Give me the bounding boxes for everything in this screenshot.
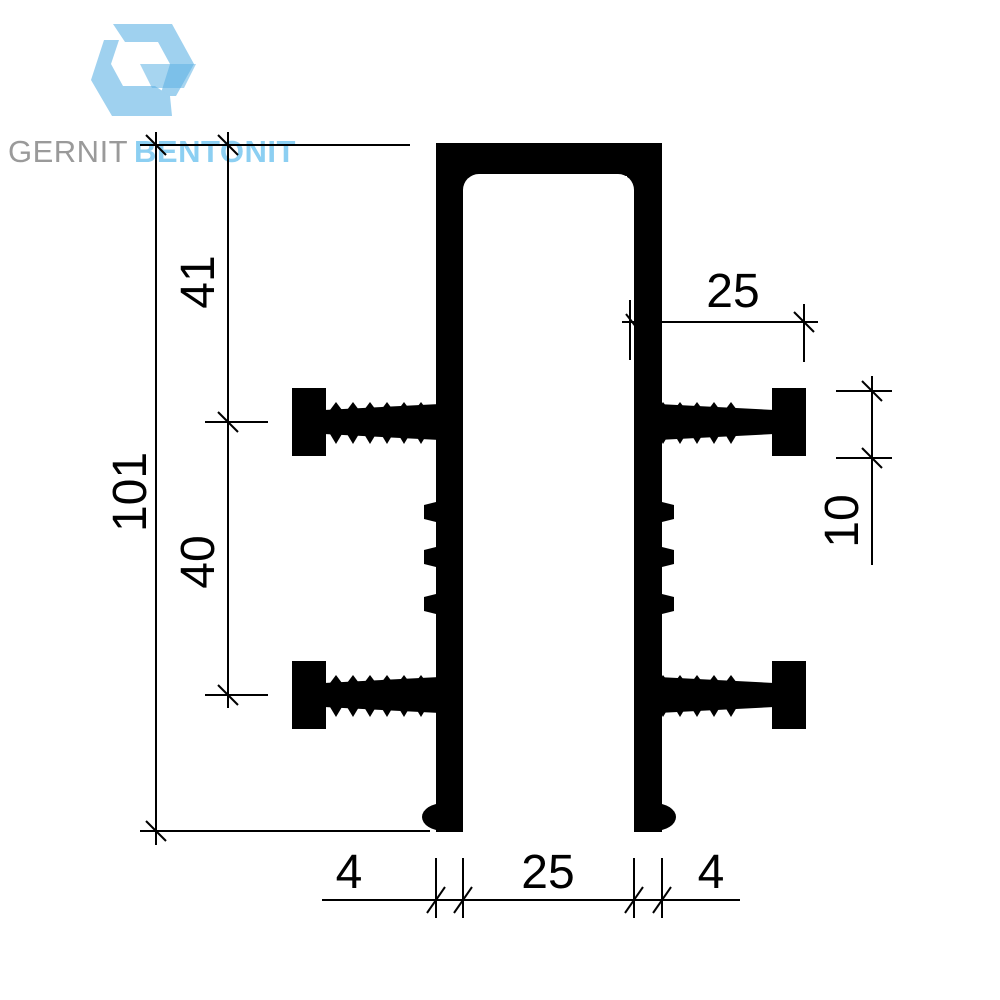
rib-lower-left-serration: [415, 675, 427, 683]
logo-word-gernit: GERNIT: [8, 134, 128, 169]
dim-bulb-offset: 25: [706, 265, 759, 318]
rib-upper-right-serration: [725, 402, 737, 410]
rib-upper-left-serration: [364, 434, 376, 444]
rib-upper-right-serration: [657, 434, 669, 444]
wall-tooth-right: [658, 501, 674, 523]
rib-lower-left-head: [292, 661, 326, 729]
wall-left: [436, 180, 463, 832]
rib-upper-left-serration: [330, 434, 342, 444]
rib-upper-right-serration: [674, 434, 686, 444]
dim-rib-spacing: 40: [172, 535, 225, 588]
rib-upper-left-serration: [364, 402, 376, 410]
rib-upper-left-serration: [330, 402, 342, 410]
rib-lower-right-serration: [691, 707, 703, 717]
bottom-bulb-left: [422, 803, 466, 831]
top-flange: [436, 143, 662, 176]
rib-upper-left-serration: [347, 434, 359, 444]
dim-inner-width: 25: [521, 846, 574, 899]
rib-lower-right-head: [772, 661, 806, 729]
rib-upper-left-serration: [398, 402, 410, 410]
rib-upper-right-serration: [657, 402, 669, 410]
rib-lower-left-serration: [347, 675, 359, 683]
rib-upper-right-serration: [674, 402, 686, 410]
rib-upper-left-serration: [415, 434, 427, 444]
rib-lower-right-serration: [708, 675, 720, 683]
dim-wall-right: 4: [698, 846, 725, 899]
rib-lower-left-serration: [347, 707, 359, 717]
rib-upper-right-serration: [725, 434, 737, 444]
rib-lower-left-serration: [398, 675, 410, 683]
inner-cavity: [463, 174, 634, 844]
rib-lower-left-serration: [381, 675, 393, 683]
rib-lower-left-serration: [415, 707, 427, 717]
rib-upper-right-serration: [708, 402, 720, 410]
rib-lower-left-serration: [330, 675, 342, 683]
rib-lower-right-serration: [708, 707, 720, 717]
rib-lower-left-serration: [398, 707, 410, 717]
rib-upper-right-head: [772, 388, 806, 456]
rib-upper-left-serration: [347, 402, 359, 410]
rib-upper-left-arm: [324, 404, 440, 440]
wall-tooth-left: [424, 501, 440, 523]
rib-lower-right-serration: [674, 707, 686, 717]
dim-wall-left: 4: [336, 846, 363, 899]
wall-tooth-left: [424, 593, 440, 615]
waterstop-profile: [292, 143, 806, 832]
rib-lower-right-arm: [658, 677, 774, 713]
wall-tooth-right: [658, 546, 674, 568]
rib-lower-right-serration: [657, 675, 669, 683]
rib-upper-left-serration: [398, 434, 410, 444]
wall-tooth-left: [424, 546, 440, 568]
dim-top-section: 41: [172, 255, 225, 308]
wall-tooth-right: [658, 593, 674, 615]
rib-lower-right-serration: [674, 675, 686, 683]
rib-lower-right-serration: [691, 675, 703, 683]
dim-overall-height: 101: [104, 452, 157, 532]
dimension-lines: [140, 132, 892, 918]
rib-upper-right-serration: [691, 434, 703, 444]
rib-lower-right-serration: [640, 707, 652, 717]
rib-lower-left-arm: [324, 677, 440, 713]
rib-upper-left-serration: [415, 402, 427, 410]
wall-right: [634, 180, 662, 832]
rib-lower-right-serration: [725, 675, 737, 683]
dim-rib-height: 10: [816, 494, 869, 547]
rib-lower-left-serration: [381, 707, 393, 717]
logo-word-bentonit: BENTONIT: [134, 134, 296, 169]
rib-upper-right-serration: [640, 402, 652, 410]
rib-lower-right-serration: [725, 707, 737, 717]
rib-upper-right-serration: [708, 434, 720, 444]
brand-logo: GERNIT BENTONIT: [8, 24, 296, 169]
rib-upper-left-serration: [381, 402, 393, 410]
rib-upper-left-serration: [381, 434, 393, 444]
rib-upper-right-arm: [658, 404, 774, 440]
rib-lower-left-serration: [364, 675, 376, 683]
rib-lower-right-serration: [640, 675, 652, 683]
rib-lower-right-serration: [657, 707, 669, 717]
anchor-ribs: [292, 388, 806, 729]
rib-upper-left-head: [292, 388, 326, 456]
rib-lower-left-serration: [330, 707, 342, 717]
rib-upper-right-serration: [640, 434, 652, 444]
rib-lower-left-serration: [364, 707, 376, 717]
wall-teeth: [424, 501, 674, 615]
logo-hexagon-mark: [91, 24, 196, 116]
bottom-bulb-right: [632, 803, 676, 831]
rib-upper-right-serration: [691, 402, 703, 410]
